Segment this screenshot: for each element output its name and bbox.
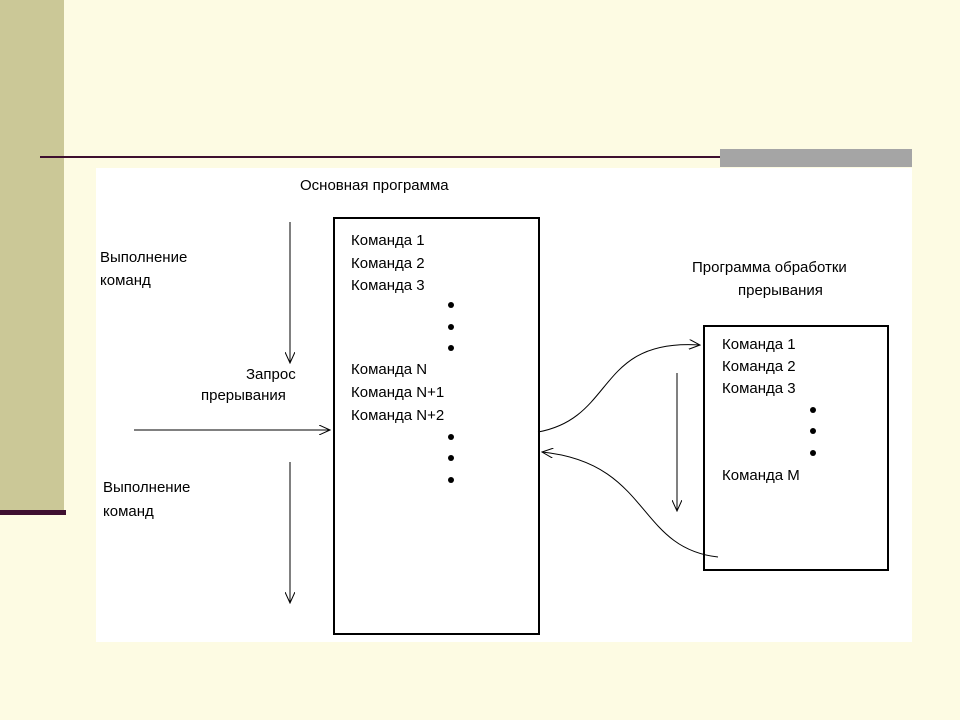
main-command-n: Команда N bbox=[351, 361, 428, 378]
interrupt-label-1: Запрос bbox=[246, 366, 296, 383]
main-ellipsis-dot bbox=[448, 324, 454, 330]
exec-label-top-2: команд bbox=[100, 272, 151, 289]
main-ellipsis-dot bbox=[448, 455, 454, 461]
handler-command-2: Команда 2 bbox=[722, 358, 796, 375]
title-rule bbox=[40, 156, 912, 158]
handler-ellipsis-dot bbox=[810, 450, 816, 456]
title-rule-accent bbox=[720, 149, 912, 167]
main-program-box bbox=[333, 217, 540, 635]
handler-ellipsis-dot bbox=[810, 428, 816, 434]
handler-title-2: прерывания bbox=[738, 282, 823, 299]
main-command-3: Команда 3 bbox=[351, 277, 425, 294]
handler-command-m: Команда М bbox=[722, 467, 800, 484]
exec-label-bottom-2: команд bbox=[103, 503, 154, 520]
main-ellipsis-dot bbox=[448, 345, 454, 351]
side-decor-line bbox=[0, 510, 66, 515]
return-curve bbox=[542, 452, 719, 558]
interrupt-diagram: Основная программа Команда 1 Команда 2 К… bbox=[96, 168, 912, 642]
main-ellipsis-dot bbox=[448, 434, 454, 440]
main-command-1: Команда 1 bbox=[351, 232, 425, 249]
exec-label-bottom-1: Выполнение bbox=[103, 479, 191, 496]
handler-command-3: Команда 3 bbox=[722, 380, 796, 397]
handler-command-1: Команда 1 bbox=[722, 336, 796, 353]
main-command-n2: Команда N+2 bbox=[351, 407, 445, 424]
call-handler-curve bbox=[537, 345, 700, 433]
main-ellipsis-dot bbox=[448, 477, 454, 483]
main-program-title: Основная программа bbox=[300, 177, 449, 194]
exec-label-top-1: Выполнение bbox=[100, 249, 188, 266]
main-command-n1: Команда N+1 bbox=[351, 384, 445, 401]
diagram-arrows bbox=[134, 222, 719, 642]
handler-program-box bbox=[703, 325, 889, 571]
main-ellipsis-dot bbox=[448, 302, 454, 308]
main-command-2: Команда 2 bbox=[351, 255, 425, 272]
handler-ellipsis-dot bbox=[810, 407, 816, 413]
side-decor-bar bbox=[0, 0, 64, 512]
handler-title-1: Программа обработки bbox=[692, 259, 847, 276]
interrupt-label-2: прерывания bbox=[201, 387, 286, 404]
